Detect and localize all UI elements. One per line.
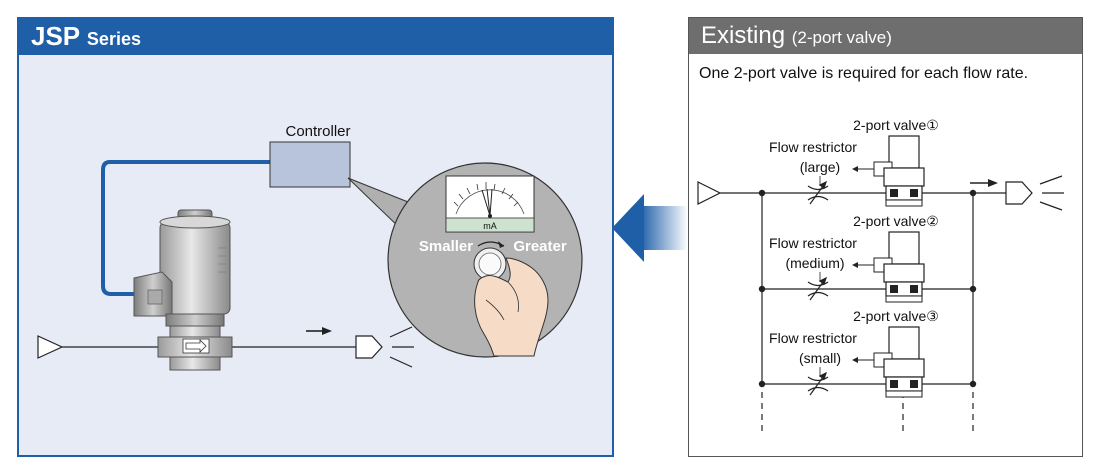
existing-supply-port-icon xyxy=(697,181,722,205)
restrictor-label-3b: (small) xyxy=(799,350,841,366)
valve-label-3: 2-port valve③ xyxy=(853,308,939,324)
existing-flow-direction-arrow xyxy=(988,179,998,187)
jsp-supply-port-icon xyxy=(37,335,64,359)
greater-label: Greater xyxy=(513,238,567,255)
big-arrow-shaft xyxy=(640,206,688,250)
hand-dial-icon xyxy=(474,257,549,357)
controller-label: Controller xyxy=(285,123,350,140)
existing-title: Existing (2-port valve) xyxy=(701,21,892,53)
jsp-exhaust-port-icon xyxy=(355,335,383,359)
solenoid-valve-icon xyxy=(133,209,233,371)
junction-dots xyxy=(758,189,977,388)
ammeter-unit: mA xyxy=(483,221,497,231)
jsp-flow-direction-arrow xyxy=(322,327,332,335)
two-port-valve-icon-2 xyxy=(852,231,925,303)
jsp-title-suffix: Series xyxy=(86,29,141,49)
restrictor-label-1a: Flow restrictor xyxy=(769,139,857,155)
dial-knob-icon xyxy=(473,247,507,281)
valve-label-2: 2-port valve② xyxy=(853,213,939,229)
two-port-valve-icon-1 xyxy=(852,135,925,207)
existing-header: Existing (2-port valve) xyxy=(689,18,1082,54)
jsp-title-main: JSP xyxy=(31,21,80,51)
controller-box-icon xyxy=(269,141,351,188)
flow-restrictor-icon-1 xyxy=(807,180,829,205)
controller-cable xyxy=(101,160,270,296)
existing-note: One 2-port valve is required for each fl… xyxy=(699,65,1029,82)
existing-exhaust-port-icon xyxy=(1005,181,1033,205)
existing-exhaust-lines xyxy=(1039,175,1064,211)
restrictor-label-3a: Flow restrictor xyxy=(769,330,857,346)
restrictor-label-2a: Flow restrictor xyxy=(769,235,857,251)
existing-title-main: Existing xyxy=(701,22,786,49)
ammeter-icon: mA xyxy=(445,175,535,233)
jsp-exhaust-lines xyxy=(389,326,414,368)
restrictor-label-2b: (medium) xyxy=(785,255,844,271)
flow-restrictor-icon-2 xyxy=(807,276,829,301)
flow-restrictor-icon-3 xyxy=(807,371,829,396)
jsp-series-title: JSP Series xyxy=(31,21,141,54)
two-port-valve-icon-3 xyxy=(852,326,925,398)
jsp-series-header: JSP Series xyxy=(19,19,612,55)
valve-label-1: 2-port valve① xyxy=(853,117,939,133)
existing-title-suffix: (2-port valve) xyxy=(791,28,892,47)
restrictor-label-1b: (large) xyxy=(800,159,840,175)
smaller-label: Smaller xyxy=(419,238,473,255)
big-left-arrow-icon xyxy=(612,194,644,262)
